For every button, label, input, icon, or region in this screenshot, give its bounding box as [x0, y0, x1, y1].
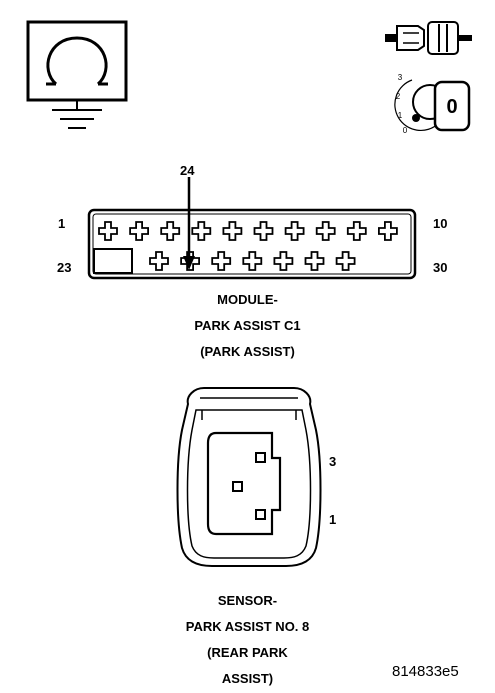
top-row-left-pin-label: 1 [58, 216, 66, 231]
sensor-caption-line-1: SENSOR- [217, 593, 278, 608]
key-position-1: 1 [398, 111, 403, 120]
module-connector-c1 [87, 208, 417, 280]
terminal-top-10 [378, 221, 398, 241]
terminal-top-5 [222, 221, 243, 241]
bottom-row-left-pin-label: 23 [57, 260, 72, 275]
sensor-connector [176, 387, 322, 567]
pin-callout-arrow [183, 177, 195, 270]
test-probe-icon [385, 21, 472, 55]
module-caption-line-1: MODULE- [217, 292, 278, 307]
bottom-row-right-pin-label: 30 [433, 260, 448, 275]
sensor-caption-line-3: (REAR PARK [207, 645, 288, 660]
terminal-top-6 [253, 221, 274, 241]
key-position-label: 0 [446, 96, 457, 118]
sensor-caption-line-4: ASSIST) [221, 671, 274, 686]
terminal-bottom-6 [304, 251, 325, 271]
bottom-terminal-row [149, 251, 356, 271]
key-position-0: 0 [403, 126, 408, 135]
terminal-top-9 [346, 221, 367, 241]
terminal-top-2 [129, 221, 149, 241]
key-position-2: 2 [396, 92, 401, 101]
key-position-3: 3 [398, 73, 403, 82]
top-row-right-pin-label: 10 [433, 216, 448, 231]
terminal-top-4 [191, 221, 212, 241]
terminal-bottom-7 [335, 251, 356, 271]
terminal-top-7 [284, 221, 305, 241]
sensor-terminal-3 [255, 452, 266, 463]
ignition-key-switch-icon: 0 3 2 1 0 [394, 73, 471, 135]
figure-id: 814833e5 [392, 663, 459, 680]
terminal-top-8 [315, 221, 336, 241]
terminal-bottom-3 [211, 251, 232, 271]
sensor-pin-1-label: 1 [329, 512, 337, 527]
sensor-caption-line-2: PARK ASSIST NO. 8 [185, 619, 310, 634]
terminal-top-1 [98, 221, 118, 241]
ohmmeter-ground-icon [26, 20, 128, 129]
pin-callout-label: 24 [180, 163, 195, 178]
module-caption-line-2: PARK ASSIST C1 [194, 318, 301, 333]
top-terminal-row [98, 221, 398, 241]
sensor-caption: SENSOR- PARK ASSIST NO. 8 (REAR PARK ASS… [0, 588, 495, 692]
sensor-terminal-2 [232, 481, 243, 492]
blank-cavity [93, 248, 133, 274]
terminal-top-3 [160, 221, 181, 241]
terminal-bottom-4 [242, 251, 263, 271]
terminal-bottom-1 [149, 251, 169, 271]
sensor-pin-3-label: 3 [329, 454, 337, 469]
sensor-terminal-1 [255, 509, 266, 520]
terminal-bottom-5 [273, 251, 294, 271]
module-caption: MODULE- PARK ASSIST C1 (PARK ASSIST) [0, 287, 495, 365]
module-caption-line-3: (PARK ASSIST) [200, 344, 295, 359]
